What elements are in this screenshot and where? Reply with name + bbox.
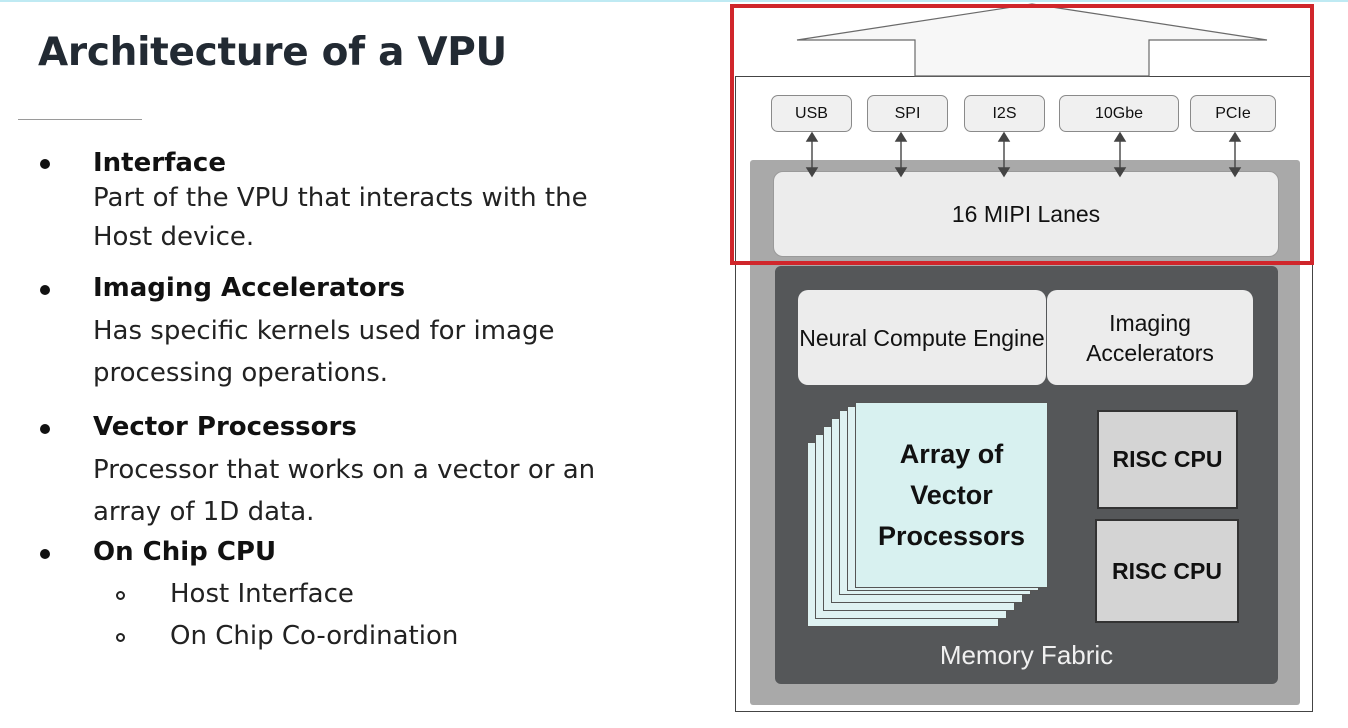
mipi-lanes-block: 16 MIPI Lanes [773,171,1279,257]
title-divider [18,119,142,120]
bullet-heading-imaging-accelerators: Imaging Accelerators [93,273,406,303]
imaging-accelerators-block: Imaging Accelerators [1047,290,1253,385]
risc-cpu-bottom: RISC CPU [1095,519,1239,623]
vector-array-label: Array of Vector Processors [877,438,1026,551]
bullet-description-interface: Part of the VPU that interacts with the … [93,183,588,252]
bullet-heading-on-chip-cpu: On Chip CPU [93,537,277,567]
i2s-interface-box: I2S [964,95,1045,132]
vector-processor-array: Array of Vector Processors [855,402,1048,588]
spi-interface-box: SPI [867,95,948,132]
arrowhead [997,131,1011,142]
vpu-architecture-diagram: 16 MIPI Lanes USB SPI I2S 10Gbe PCIe Neu… [730,0,1315,714]
bullet-heading-vector-processors: Vector Processors [93,412,357,442]
interface-highlight-box [730,4,1314,265]
slide-title: Architecture of a VPU [38,30,507,75]
host-arrow-graphic [796,3,1268,77]
bullet-description-vector-processors: Processor that works on a vector or an a… [93,455,596,527]
memory-fabric-label: Memory Fabric [939,640,1114,670]
arrowhead [1113,131,1127,142]
arrowhead [894,131,908,142]
arrowhead [805,167,819,178]
bullet-description-imaging-accelerators: Has specific kernels used for image proc… [93,316,555,388]
interface-connectors [805,131,1242,178]
bullet-marker [40,549,50,559]
bullet-marker [40,159,50,169]
sub-bullet-marker [116,633,125,642]
arrowhead [1228,167,1242,178]
arrowhead [997,167,1011,178]
arrowhead [894,167,908,178]
arrowhead [1228,131,1242,142]
risc-cpu-top: RISC CPU [1097,410,1238,509]
sub-bullet-host-interface: Host Interface [170,579,354,609]
sub-bullet-marker [116,591,125,600]
top-accent-strip [0,0,1348,2]
10gbe-interface-box: 10Gbe [1059,95,1179,132]
bullet-marker [40,285,50,295]
bullet-heading-interface: Interface [93,148,226,178]
usb-interface-box: USB [771,95,852,132]
sub-bullet-on-chip-coordination: On Chip Co-ordination [170,621,459,651]
host-arrow [796,3,1268,77]
pcie-interface-box: PCIe [1190,95,1276,132]
arrowhead [805,131,819,142]
bullet-marker [40,424,50,434]
neural-compute-engine-block: Neural Compute Engine [798,290,1046,385]
arrowhead [1113,167,1127,178]
